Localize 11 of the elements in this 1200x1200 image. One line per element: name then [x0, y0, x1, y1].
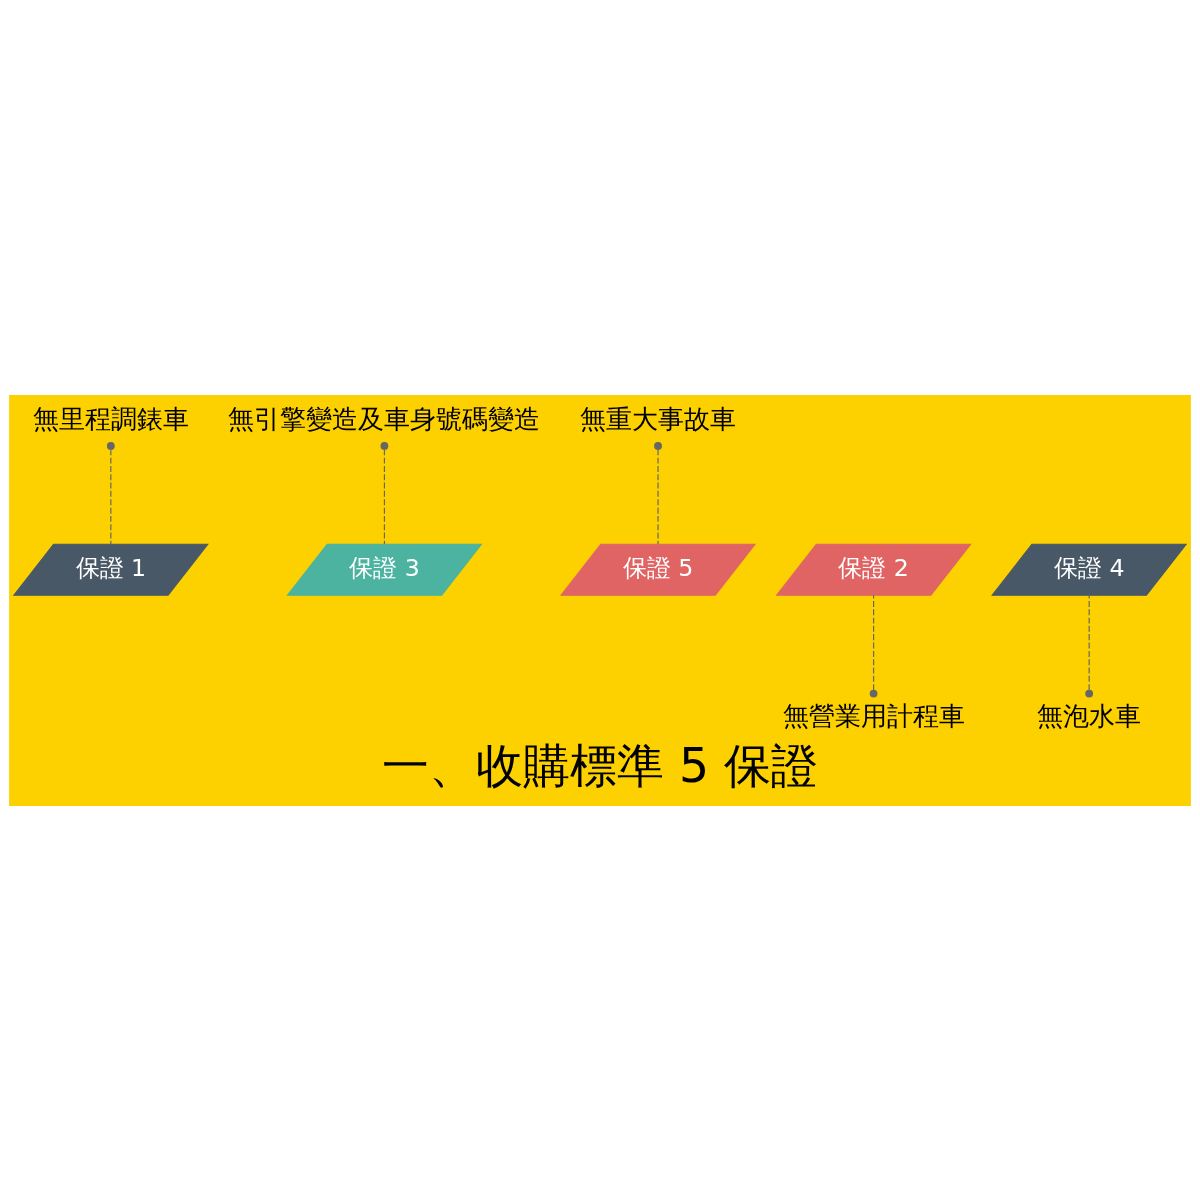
connector: [654, 441, 662, 545]
diagram-title: 一、收購標準 5 保證: [381, 737, 819, 793]
connector: [380, 441, 389, 545]
node-text: 無里程調錶車: [32, 403, 189, 434]
node-text: 無重大事故車: [580, 403, 737, 434]
connector: [869, 594, 878, 697]
connector: [1085, 594, 1094, 697]
node-text: 無引擎變造及車身號碼變造: [228, 403, 541, 434]
connector: [106, 441, 115, 545]
node-text: 無泡水車: [1037, 700, 1142, 731]
node-text: 無營業用計程車: [782, 700, 965, 731]
